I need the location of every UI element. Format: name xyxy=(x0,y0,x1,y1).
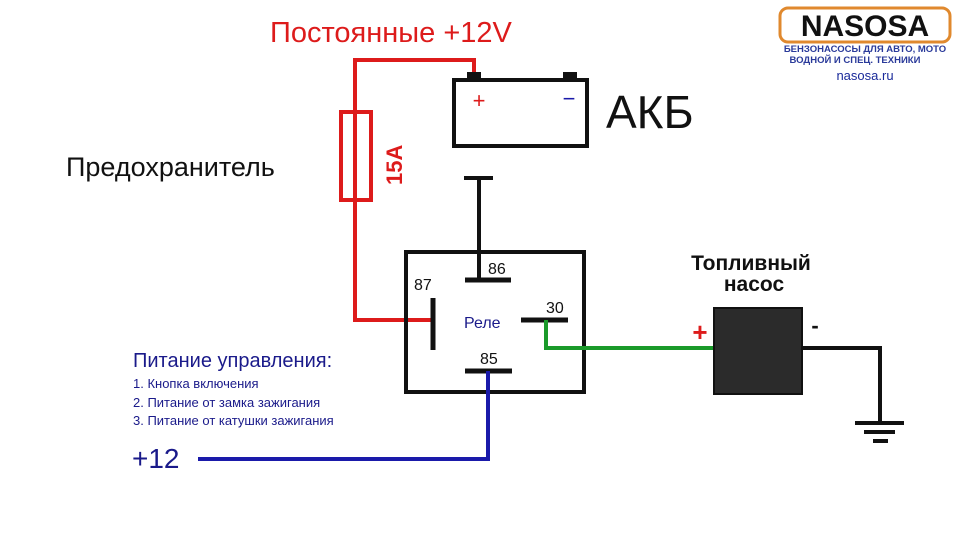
pump-plus-sign: + xyxy=(692,317,707,347)
battery-body xyxy=(452,78,589,148)
control-power-notes: Питание управления: 1. Кнопка включения … xyxy=(132,350,334,474)
logo-site: nasosa.ru xyxy=(836,68,893,83)
pin-87-label: 87 xyxy=(414,277,432,294)
pump-body xyxy=(713,307,803,395)
control-item-3: 3. Питание от катушки зажигания xyxy=(133,413,334,428)
ground-wire xyxy=(802,346,882,423)
pump-minus-sign: - xyxy=(811,313,818,338)
logo: NASOSA БЕНЗОНАСОСЫ ДЛЯ АВТО, МОТО ВОДНОЙ… xyxy=(778,6,952,83)
battery-plus-sign: + xyxy=(473,88,486,113)
pump-label-line1: Топливный xyxy=(691,252,811,275)
fuel-pump: Топливный насос + - xyxy=(691,252,819,395)
fuse-rating: 15A xyxy=(382,145,407,185)
battery: + − АКБ xyxy=(452,72,694,148)
pump-label-line2: насос xyxy=(724,273,785,296)
pin-30-label: 30 xyxy=(546,300,564,317)
battery-label: АКБ xyxy=(606,86,694,138)
pin-86-label: 86 xyxy=(488,261,506,278)
relay-body xyxy=(404,250,586,394)
plus12-label: +12 xyxy=(132,443,180,474)
logo-tagline-1: БЕНЗОНАСОСЫ ДЛЯ АВТО, МОТО xyxy=(784,44,946,55)
control-item-1: 1. Кнопка включения xyxy=(133,376,259,391)
power-wire xyxy=(353,58,476,322)
relay: 86 87 30 85 Реле xyxy=(404,250,586,394)
control-title: Питание управления: xyxy=(133,350,332,372)
pin-85-label: 85 xyxy=(480,351,498,368)
constant-power-label: Постоянные +12V xyxy=(270,17,513,49)
relay-label: Реле xyxy=(464,315,501,332)
fuse-label: Предохранитель xyxy=(66,152,275,182)
ground-icon xyxy=(855,421,904,443)
control-wire xyxy=(198,371,490,461)
battery-minus-terminal xyxy=(563,72,577,80)
logo-frame xyxy=(778,6,952,44)
battery-plus-terminal xyxy=(467,72,481,80)
control-item-2: 2. Питание от замка зажигания xyxy=(133,395,320,410)
output-wire xyxy=(544,320,714,350)
logo-brand: NASOSA xyxy=(801,10,929,43)
battery-minus-sign: − xyxy=(563,86,576,111)
logo-tagline-2: ВОДНОЙ И СПЕЦ. ТЕХНИКИ xyxy=(790,54,921,66)
